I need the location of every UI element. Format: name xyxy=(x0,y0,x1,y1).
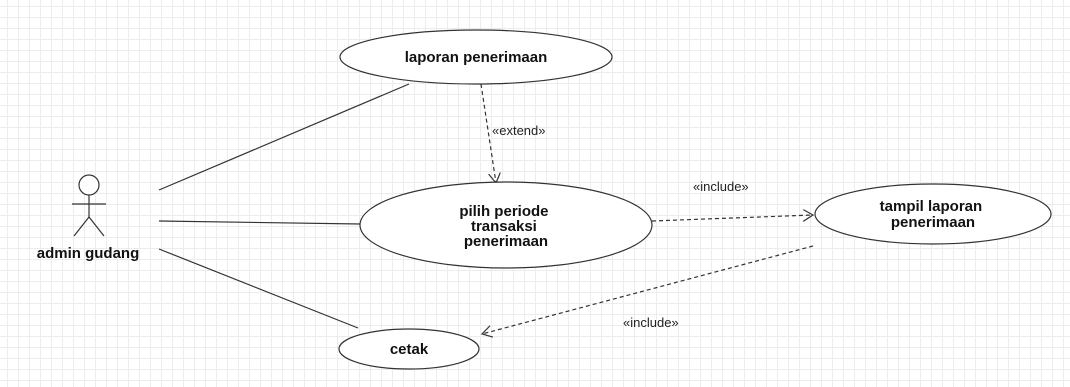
actor-icon[interactable] xyxy=(72,174,106,237)
include-label-1: «include» xyxy=(693,179,749,194)
use-case-cetak[interactable]: cetak xyxy=(338,328,480,370)
use-case-pilih-periode[interactable]: pilih periode transaksi penerimaan xyxy=(359,181,653,269)
use-case-laporan-penerimaan-label: laporan penerimaan xyxy=(405,49,548,66)
include-label-2: «include» xyxy=(623,315,679,330)
association-line-cetak xyxy=(158,248,359,329)
extend-arrow xyxy=(480,83,496,183)
extend-label: «extend» xyxy=(492,123,546,138)
use-case-cetak-label: cetak xyxy=(390,341,429,358)
use-case-laporan-penerimaan[interactable]: laporan penerimaan xyxy=(339,29,613,85)
use-case-tampil-laporan-label: tampil laporan penerimaan xyxy=(880,198,987,231)
include-arrow-1 xyxy=(651,215,813,221)
include-arrow-2 xyxy=(482,245,814,334)
use-case-pilih-periode-label: pilih periode transaksi penerimaan xyxy=(459,203,552,250)
association-line-laporan xyxy=(158,83,410,191)
actor-label: admin gudang xyxy=(37,245,140,262)
association-line-pilih xyxy=(158,220,361,225)
use-case-tampil-laporan[interactable]: tampil laporan penerimaan xyxy=(814,183,1052,245)
